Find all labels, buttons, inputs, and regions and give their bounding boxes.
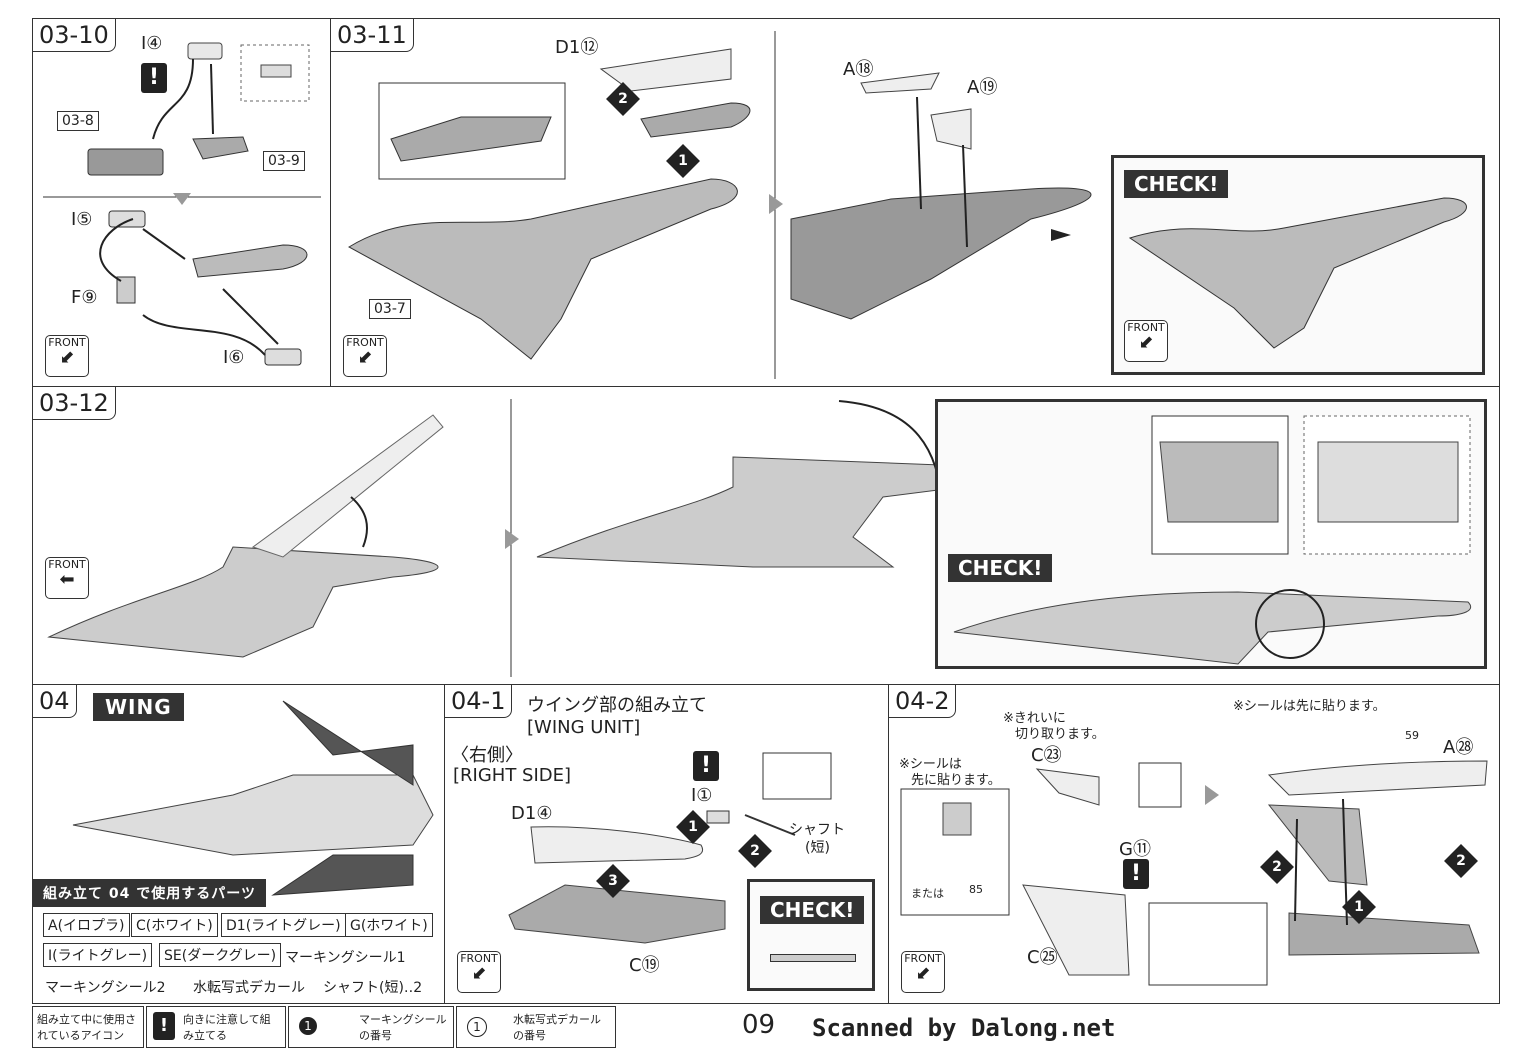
part-label: 03-9 [263,151,305,171]
check-drawing [953,415,1471,665]
part-label: 03-7 [369,299,411,319]
step-03-10: 03-10 I④ ! 03-8 03-9 I⑤ F⑨ I⑥ FRONT⬋ [32,18,332,388]
note: ※シールは先に貼ります。 [1233,699,1386,714]
parts-item: マーキングシール1 [285,950,406,966]
footer-icon-decal: 1 水転写式デカールの番号 [456,1006,616,1048]
part-label: シャフト [789,822,845,838]
step-03-11: 03-11 D1⑫ 2 1 03-7 A⑱ A⑲ FRONT⬋ CHECK! F… [330,18,1500,388]
wing-drawing [72,700,434,896]
step-order-1: 1 [1342,890,1376,924]
step-order-1: 1 [666,144,700,178]
side-label-jp: 〈右側〉 [451,745,523,766]
step-order-3: 3 [596,864,630,898]
part-label: G⑪ [1119,839,1151,860]
scan-credit: Scanned by Dalong.net [812,1014,1116,1042]
warning-icon: ! [693,751,719,781]
check-label: CHECK! [760,896,865,924]
note: ※きれいに [1003,711,1066,726]
step-tag: 03-12 [33,387,116,420]
step-order-1: 1 [676,810,710,844]
step-tag: 04 [33,685,77,718]
part-label: A㉘ [1443,737,1474,758]
part-label: A⑲ [967,77,998,98]
warning-icon: ! [1123,859,1149,889]
part-label: I⑥ [223,347,245,368]
step-03-12: 03-12 FRONT⬅ CHECK! [32,386,1500,686]
assembly-drawing [47,399,1016,677]
parts-item: 水転写式デカール [193,980,305,996]
step-tag: 03-11 [331,19,414,52]
parts-heading: 組み立て 04 で使用するパーツ [33,879,266,907]
step-04: 04 WING 組み立て 04 で使用するパーツ A(イロプラ) C(ホワイト)… [32,684,446,1004]
step-tag: 04-1 [445,685,513,718]
sticker-alt-label: または [911,887,944,900]
footer-icons-label: 組み立て中に使用されているアイコン [32,1006,144,1048]
part-label: A⑱ [843,59,874,80]
assembly-drawing [900,760,1488,986]
step-04-2: 04-2 ※きれいに 切り取ります。 ※シールは 先に貼ります。 ※シールは先に… [888,684,1500,1004]
section-title: WING [93,693,184,721]
sticker-icon: 1 [299,1017,317,1035]
page-number: 09 [742,1010,776,1040]
check-label: CHECK! [1124,170,1229,198]
assembly-drawing [508,752,832,944]
decal-icon: 1 [467,1017,487,1037]
shaft-drawing [770,954,856,962]
step-order-2: 2 [1444,844,1478,878]
part-label: I⑤ [71,209,93,230]
front-indicator: FRONT⬋ [343,335,387,377]
footer-icon-warning: ! 向きに注意して組み立てる [146,1006,286,1048]
front-indicator: FRONT⬋ [45,335,89,377]
part-label: I④ [141,33,163,54]
part-label: F⑨ [71,287,98,308]
part-label: D1⑫ [555,37,599,58]
part-label: C㉕ [1027,947,1058,968]
part-label: (短) [805,840,830,856]
part-label: D1④ [511,803,553,824]
parts-item: A(イロプラ) [43,913,130,937]
step-tag: 04-2 [889,685,957,718]
front-indicator: FRONT⬅ [45,557,89,599]
warning-icon: ! [141,63,167,93]
front-indicator: FRONT⬋ [901,951,945,993]
check-drawing [1128,197,1467,349]
note: ※シールは [899,757,962,772]
warning-icon: ! [153,1012,175,1040]
part-label: I① [691,785,713,806]
parts-item: D1(ライトグレー) [221,913,346,937]
side-label-en: [RIGHT SIDE] [453,765,572,786]
step-order-2: 2 [606,82,640,116]
note: 先に貼ります。 [911,773,1001,788]
section-title-jp: ウイング部の組み立て [527,695,707,716]
part-label: C㉓ [1031,745,1062,766]
check-box: CHECK! [935,399,1487,669]
part-label: C⑲ [629,955,660,976]
footer-icon-sticker: 1 マーキングシールの番号 [288,1006,454,1048]
step-order-2: 2 [1260,850,1294,884]
parts-item: I(ライトグレー) [43,943,153,967]
step-04-1: 04-1 ウイング部の組み立て [WING UNIT] 〈右側〉 [RIGHT … [444,684,890,1004]
step-tag: 03-10 [33,19,116,52]
parts-item: SE(ダークグレー) [159,943,282,967]
check-label: CHECK! [948,554,1053,582]
check-box: CHECK! FRONT⬋ [1111,155,1485,375]
section-title-en: [WING UNIT] [527,717,641,738]
step-order-2: 2 [738,834,772,868]
parts-item: マーキングシール2 [45,980,166,996]
note: 切り取ります。 [1015,727,1105,742]
assembly-drawing [348,31,1092,379]
sticker-number: 85 [969,883,983,896]
part-label: 03-8 [57,111,99,131]
check-box: CHECK! [747,879,875,991]
parts-item: G(ホワイト) [345,913,433,937]
parts-item: C(ホワイト) [131,913,218,937]
front-indicator: FRONT⬋ [1124,320,1168,362]
front-indicator: FRONT⬋ [457,951,501,993]
parts-item: シャフト(短)‥2 [323,980,423,996]
sticker-number: 59 [1405,729,1419,742]
part-drawing [43,42,321,366]
